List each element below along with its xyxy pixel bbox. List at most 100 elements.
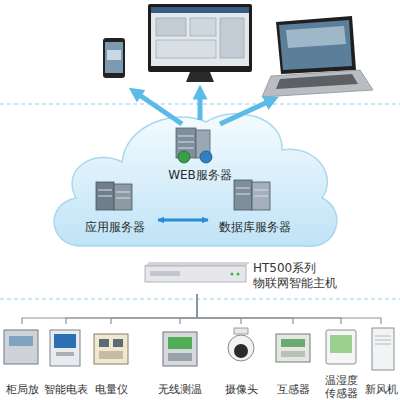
fresh-air-icon (372, 328, 394, 370)
device-node: 摄像头 (219, 324, 263, 396)
node-label: 互感器 (271, 383, 315, 396)
rack-line (98, 190, 112, 191)
rack-line (236, 194, 250, 195)
rack-line (178, 148, 194, 149)
up-arrow (198, 92, 203, 120)
node-label: 智能电表 (43, 383, 89, 396)
globe-symbol (178, 151, 190, 163)
rack-line (178, 142, 194, 143)
device-body (4, 330, 38, 364)
node-label: 电量仪 (89, 383, 133, 396)
host-front (145, 266, 246, 282)
wireless-temp-icon (163, 332, 197, 366)
rack-line (254, 196, 268, 197)
device-keys (56, 352, 74, 356)
device-screen (330, 335, 352, 353)
app-server-icon (96, 182, 132, 210)
camera-mount (234, 328, 248, 334)
phone-body (103, 38, 125, 78)
vent-line (375, 344, 391, 345)
rack-line (236, 188, 250, 189)
laptop-screen (279, 20, 352, 70)
device-node: 柜局放 (0, 324, 44, 396)
phone-screen (105, 42, 123, 73)
laptop-base (262, 70, 373, 97)
rack-line (116, 192, 130, 193)
laptop-icon (262, 16, 373, 97)
device-screen (54, 334, 76, 348)
monitor-frame (148, 4, 252, 72)
host-device-icon (145, 262, 250, 282)
node-label: 数据库服务器 (208, 220, 302, 234)
device-terminal (113, 339, 123, 347)
bus-wire (66, 294, 197, 324)
device-terminal (281, 351, 305, 357)
device-body (326, 330, 356, 364)
host-panel (150, 271, 180, 276)
temp-humidity-icon (326, 330, 356, 364)
server-node: 应用服务器 (72, 178, 158, 234)
double-arrow (158, 219, 208, 222)
rack-line (254, 190, 268, 191)
camera-icon (228, 328, 254, 361)
power-meter-icon (94, 334, 128, 364)
bus-wire (111, 294, 197, 324)
rack-line (98, 196, 112, 197)
device-body (163, 332, 197, 366)
device-node: 新风机 (362, 324, 400, 396)
monitor-room (220, 18, 244, 58)
vent-line (375, 336, 391, 337)
node-label: 应用服务器 (72, 220, 158, 234)
node-label: 柜局放 (0, 383, 44, 396)
node-label: 无线测温 (156, 383, 204, 396)
server-rack (96, 182, 114, 210)
device-node: 电量仪 (89, 324, 133, 396)
server-node: WEB服务器 (158, 124, 242, 182)
monitor-room (156, 40, 216, 58)
monitor-titlebar (151, 7, 249, 13)
phone-icon (103, 38, 125, 78)
server-rack (252, 182, 270, 210)
device-label (99, 351, 123, 359)
rack-line (178, 136, 194, 137)
device-screen (9, 336, 33, 346)
vent-line (375, 340, 391, 341)
up-arrow (220, 100, 272, 124)
monitor-screen (151, 7, 249, 66)
device-node: 温湿度 传感器 (321, 324, 361, 400)
device-body (94, 334, 128, 364)
monitor-icon (148, 4, 252, 82)
phone-screen-detail (107, 50, 121, 60)
host-led (237, 273, 240, 276)
host-led (231, 273, 234, 276)
dashed-separator (0, 299, 400, 300)
db-server-icon (234, 180, 270, 210)
device-node: 互感器 (271, 324, 315, 396)
node-label: WEB服务器 (158, 168, 242, 182)
host-node: HT500系列 物联网智能主机 (145, 258, 347, 294)
transformer-icon (276, 334, 310, 362)
monitor-room (190, 18, 216, 36)
camera-dome (228, 335, 254, 361)
bus-wire (197, 294, 381, 324)
device-terminal (99, 339, 109, 347)
monitor-room (156, 18, 186, 36)
device-node: 智能电表 (43, 324, 89, 396)
bus-wire (22, 294, 197, 324)
monitor-stand (186, 72, 214, 82)
laptop-screen-detail (286, 26, 346, 48)
smart-meter-icon (50, 330, 80, 366)
rack-line (116, 198, 130, 199)
bus-wire (197, 294, 241, 324)
host-top (145, 262, 250, 266)
laptop-keyboard (276, 74, 358, 89)
device-body (276, 334, 310, 362)
device-node: 无线测温 (156, 324, 204, 396)
laptop-lid (276, 16, 356, 74)
bus-wire (197, 294, 341, 324)
globe-symbol (200, 151, 212, 163)
web-server-icon (176, 128, 212, 163)
